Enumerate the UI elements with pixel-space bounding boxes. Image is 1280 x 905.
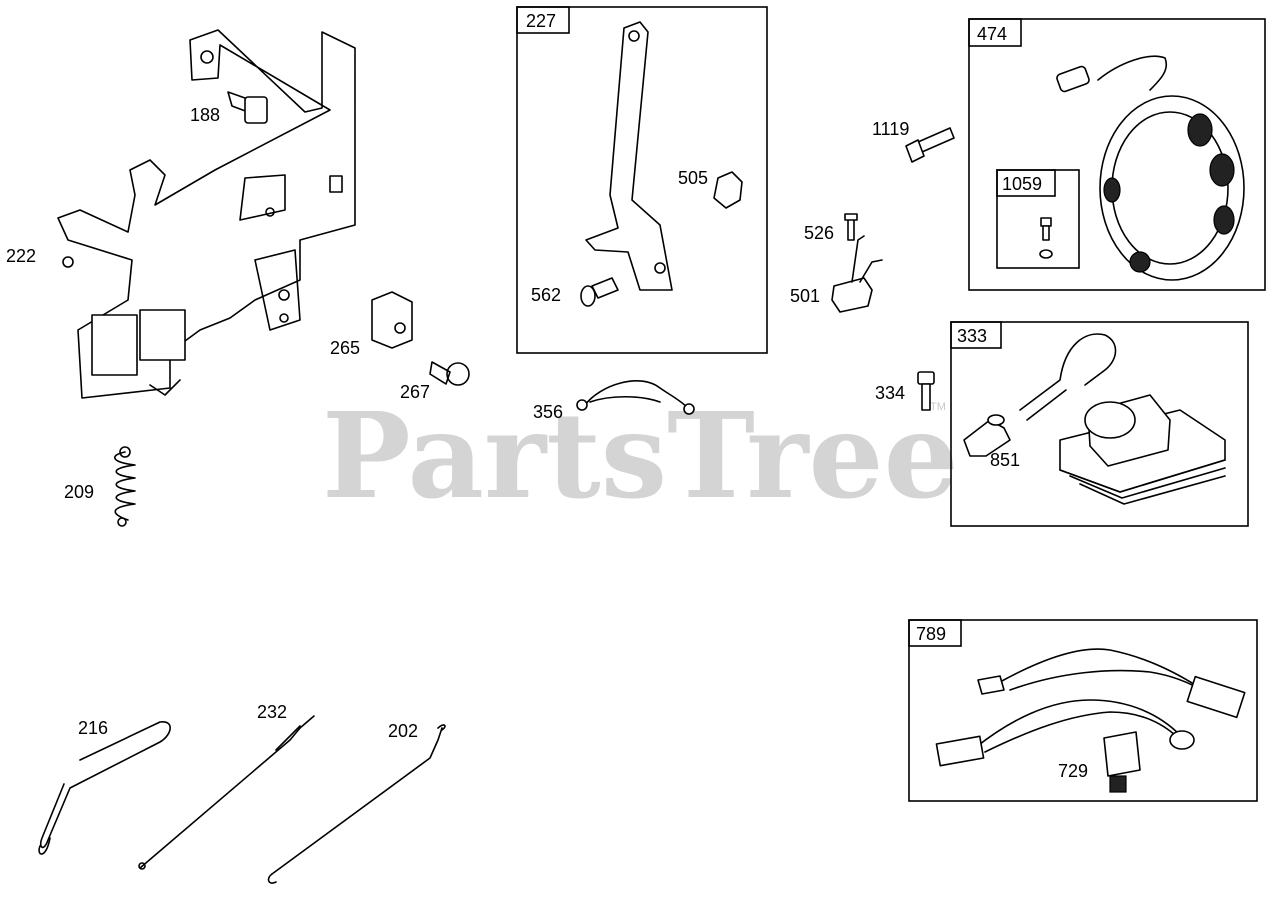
box-label-474: 474	[977, 24, 1007, 44]
spring-209	[114, 446, 136, 527]
spark-boot-851	[963, 414, 1011, 457]
label-851: 851	[990, 450, 1020, 470]
pin-526	[844, 213, 858, 241]
label-1119: 1119	[872, 119, 909, 139]
screw-188	[227, 91, 268, 124]
alternator-stator	[1056, 55, 1245, 281]
bolt-334	[917, 371, 935, 411]
label-209: 209	[64, 482, 94, 502]
box-789: 789	[908, 619, 1258, 802]
wiring-harness	[935, 648, 1246, 793]
box-label-1059: 1059	[1002, 174, 1042, 194]
label-267: 267	[400, 382, 430, 402]
box-label-333: 333	[957, 326, 987, 346]
bolt-1119	[905, 127, 955, 163]
label-729: 729	[1058, 761, 1088, 781]
label-202: 202	[388, 721, 418, 741]
box-474: 474 1059	[968, 18, 1266, 291]
label-265: 265	[330, 338, 360, 358]
box-label-227: 227	[526, 11, 556, 31]
ignition-armature	[1019, 333, 1226, 505]
label-501: 501	[790, 286, 820, 306]
module-501	[831, 235, 883, 313]
label-216: 216	[78, 718, 108, 738]
rod-232	[138, 715, 315, 870]
clip-265	[371, 291, 413, 349]
label-222: 222	[6, 246, 36, 266]
box-227: 227	[516, 6, 768, 354]
screw-562	[580, 277, 619, 307]
rod-202	[267, 724, 446, 884]
label-232: 232	[257, 702, 287, 722]
watermark-text: PartsTree	[322, 386, 959, 525]
watermark: PartsTree TM	[322, 386, 959, 525]
nut-505	[713, 171, 743, 209]
wire-356	[576, 380, 695, 415]
label-356: 356	[533, 402, 563, 422]
label-526: 526	[804, 223, 834, 243]
screw-1059	[1039, 217, 1053, 259]
screw-267	[429, 361, 470, 386]
control-bracket	[57, 29, 356, 399]
label-505: 505	[678, 168, 708, 188]
watermark-trademark: TM	[930, 401, 946, 413]
box-label-789: 789	[916, 624, 946, 644]
label-334: 334	[875, 383, 905, 403]
label-562: 562	[531, 285, 561, 305]
label-188: 188	[190, 105, 220, 125]
box-333: 333	[950, 321, 1249, 527]
rod-216	[38, 721, 171, 855]
